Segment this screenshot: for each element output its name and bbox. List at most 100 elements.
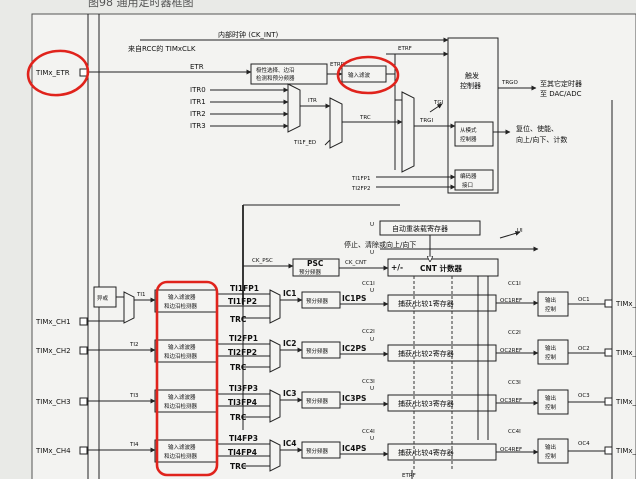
count-control-label: 停止、清除或向上/向下 [344, 240, 416, 249]
ti1-mux [123, 291, 135, 324]
ui-arrow [499, 230, 521, 239]
ch1-ic-mux [269, 289, 281, 324]
itr3-label: ITR3 [190, 122, 206, 130]
oc3-pin [604, 397, 613, 406]
oc4-pin [604, 446, 613, 455]
autoreload-u-label: U [370, 222, 374, 228]
slave-line1: 从模式 [460, 126, 477, 134]
etr-pin [79, 68, 88, 77]
cc3i-label: CC3I [362, 379, 375, 385]
ch1-trc-label: TRC [230, 315, 247, 324]
ti3-label: TI3 [129, 393, 139, 399]
ch2-ic-mux [269, 339, 281, 373]
ch2-u-label: U [370, 337, 374, 343]
itr2-label: ITR2 [190, 110, 206, 118]
ch2-filter-line1: 输入滤波器 [168, 343, 196, 351]
ch4-u-label: U [370, 436, 374, 442]
trgi-mux [401, 91, 415, 173]
ch2-fp1-label: TI2FP1 [229, 334, 258, 343]
ch4-output-line1: 输出 [545, 443, 556, 451]
polarity-line1: 极性选择、边沿 [256, 66, 295, 74]
ch4-ic-mux [269, 439, 281, 472]
cnt-u-label: U [370, 250, 374, 256]
slave-controller-block [454, 121, 494, 147]
ch1-pin-label: TIMx_CH1 [35, 318, 71, 326]
ch4-filter-line1: 输入滤波器 [168, 443, 196, 451]
capture1-label: 捕获/比较1寄存器 [398, 299, 454, 308]
psc-label: PSC [307, 259, 324, 268]
ch1-prescaler-block [301, 291, 341, 309]
ch1-filter-line1: 输入滤波器 [168, 293, 196, 301]
ch2-filter-line2: 和边沿检测器 [164, 352, 198, 360]
ch4-prescaler-label: 预分频器 [306, 447, 329, 455]
ch2-output-line2: 控制 [545, 353, 557, 361]
ch3-ic-mux [269, 389, 281, 423]
itr1-label: ITR1 [190, 98, 206, 106]
etr-signal-label: ETR [190, 63, 204, 71]
ch2-output-line1: 输出 [545, 344, 556, 352]
reset-note-line2: 向上/向下、计数 [516, 135, 567, 144]
etrf-bottom-label: ETRF [402, 473, 416, 479]
capture4-label: 捕获/比较4寄存器 [398, 448, 454, 457]
input-filter-label: 输入滤波 [348, 71, 371, 79]
ch3-prescaler-label: 预分频器 [306, 397, 329, 405]
ch1-fp1-label: TI1FP1 [230, 284, 259, 293]
ch1-pin [79, 317, 88, 326]
ch4-prescaler-block [301, 441, 341, 459]
trigger-line1: 触发 [465, 71, 479, 80]
ch3-fp2-label: TI3FP4 [228, 398, 257, 407]
ch4-fp1-label: TI4FP3 [229, 434, 258, 443]
ch3-pin [79, 397, 88, 406]
psc-sub-label: 预分频器 [299, 268, 322, 276]
cc2i-right-label: CC2I [508, 330, 521, 336]
ch3-prescaler-block [301, 391, 341, 409]
ic3-label: IC3 [283, 389, 297, 398]
annotation-circle-input-filter [336, 55, 400, 95]
cc1i-right-label: CC1I [508, 281, 521, 287]
oc1-label: OC1 [578, 297, 590, 303]
ch3-output-line2: 控制 [545, 403, 557, 411]
itr-mux [287, 83, 301, 133]
cnt-label: CNT 计数器 [420, 263, 463, 273]
etr-pin-label: TIMx_ETR [35, 69, 70, 77]
ti1f-ed-label: TI1F_ED [293, 140, 316, 146]
ch2-trc-label: TRC [230, 363, 247, 372]
slave-line2: 控制器 [460, 135, 477, 143]
ti1f-ed-line [324, 139, 331, 146]
ic2ps-label: IC2PS [342, 344, 366, 353]
trgi-label: TRGI [419, 118, 433, 124]
reset-note-line1: 复位、使能、 [516, 124, 558, 133]
ch1-prescaler-label: 预分频器 [306, 297, 329, 305]
xor-label: 异或 [97, 294, 109, 302]
oc1ref-label: OC1REF [500, 298, 522, 304]
ch2-prescaler-label: 预分频器 [306, 347, 329, 355]
oc4ref-label: OC4REF [500, 447, 522, 453]
polarity-line2: 检测和预分频器 [256, 74, 295, 82]
etrp-label: ETRP [330, 62, 345, 68]
ch1-u-label: U [370, 288, 374, 294]
cc4i-right-label: CC4I [508, 429, 521, 435]
ch4-trc-label: TRC [230, 462, 247, 471]
internal-clock-label: 内部时钟 (CK_INT) [218, 30, 279, 39]
oc1-pin [604, 299, 613, 308]
plus-minus-label: +/- [391, 263, 403, 272]
ch3-trc-label: TRC [230, 413, 247, 422]
ch2-prescaler-block [301, 341, 341, 359]
ch1-output-line2: 控制 [545, 305, 557, 313]
ch4-pin-label: TIMx_CH4 [35, 447, 71, 455]
ti1fp1-top-label: TI1FP1 [351, 176, 370, 182]
tgi-arrow [429, 103, 443, 113]
ic2-label: IC2 [283, 339, 297, 348]
cc1i-label: CC1I [362, 281, 375, 287]
ti1-label: TI1 [136, 292, 145, 298]
ch4-filter-line2: 和边沿检测器 [164, 452, 198, 460]
encoder-line1: 编码器 [460, 172, 477, 180]
ch4-output-block [537, 438, 569, 464]
etrf-top-label: ETRF [398, 46, 412, 52]
annotation-box-input-filters [155, 280, 219, 477]
ti4-label: TI4 [129, 442, 139, 448]
capture2-label: 捕获/比较2寄存器 [398, 349, 454, 358]
oc3ref-label: OC3REF [500, 398, 522, 404]
cc4i-label: CC4I [362, 429, 375, 435]
ch2-output-block [537, 339, 569, 365]
